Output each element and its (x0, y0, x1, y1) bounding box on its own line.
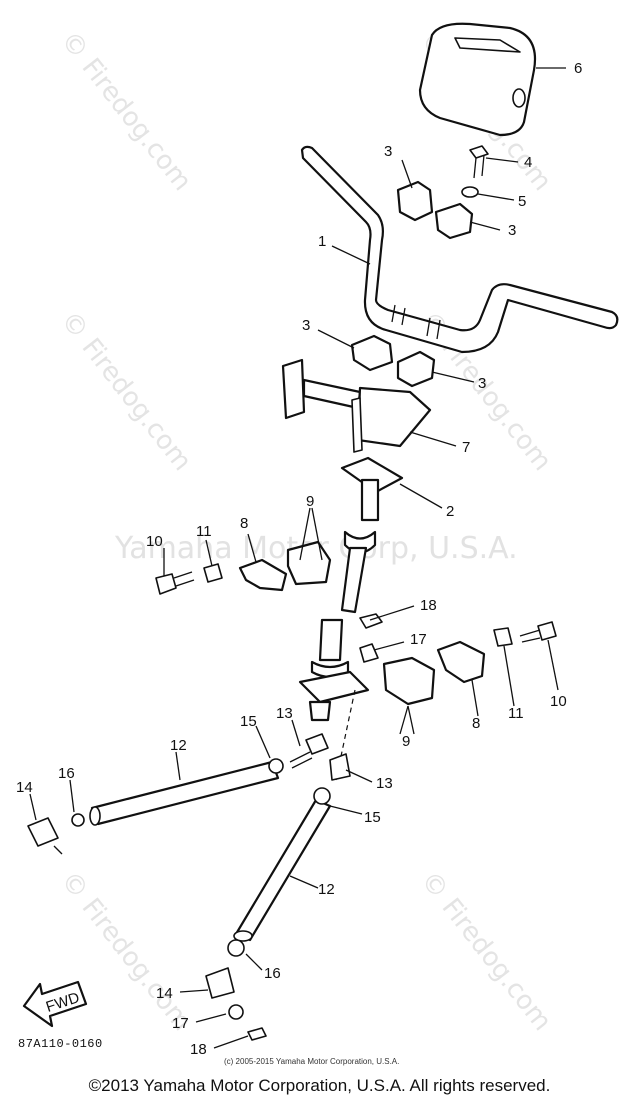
watermark: © Firedog.com (54, 26, 197, 197)
callout-3: 3 (508, 222, 516, 239)
watermark: © Firedog.com (414, 866, 557, 1037)
callout-12: 12 (318, 881, 335, 898)
callout-10: 10 (146, 533, 163, 550)
copyright-footer: ©2013 Yamaha Motor Corporation, U.S.A. A… (88, 1076, 551, 1095)
leader-lines (29, 67, 566, 1049)
callout-10: 10 (550, 693, 567, 710)
watermark: © Firedog.com (54, 866, 197, 1037)
part-code: 87A110-0160 (18, 1037, 103, 1051)
callout-14: 14 (156, 985, 173, 1002)
callout-13: 13 (276, 705, 293, 722)
callout-11: 11 (196, 523, 212, 540)
callout-16: 16 (264, 965, 281, 982)
fwd-arrow: FWD (22, 980, 88, 1028)
handlebar-pad (418, 22, 537, 137)
callout-15: 15 (364, 809, 381, 826)
callout-3: 3 (478, 375, 486, 392)
callout-17: 17 (410, 631, 427, 648)
handlebar (300, 145, 619, 354)
callout-16: 16 (58, 765, 75, 782)
callout-18: 18 (190, 1041, 207, 1058)
callout-7: 7 (462, 439, 470, 456)
callout-5: 5 (518, 193, 526, 210)
callout-9: 9 (402, 733, 410, 750)
callout-8: 8 (240, 515, 248, 532)
callout-6: 6 (574, 60, 582, 77)
callout-numbers: 6 4 5 3 3 1 3 3 7 2 9 8 11 10 18 17 9 8 … (16, 60, 582, 1058)
callout-9: 9 (306, 493, 314, 510)
tie-rods (89, 760, 332, 942)
callout-12: 12 (170, 737, 187, 754)
callout-3: 3 (302, 317, 310, 334)
bolt-and-washer (461, 145, 489, 198)
callout-3: 3 (384, 143, 392, 160)
callout-15: 15 (240, 713, 257, 730)
callout-1: 1 (318, 233, 326, 250)
callout-2: 2 (446, 503, 454, 520)
callout-4: 4 (524, 154, 532, 171)
small-copyright: (c) 2005-2015 Yamaha Motor Corporation, … (224, 1057, 400, 1066)
rod-ends (27, 733, 351, 1041)
clamps-and-bushings (238, 540, 486, 706)
callout-11: 11 (508, 705, 524, 722)
callout-14: 14 (16, 779, 33, 796)
callout-13: 13 (376, 775, 393, 792)
callout-18: 18 (420, 597, 437, 614)
steering-column (298, 456, 404, 781)
callout-17: 17 (172, 1015, 189, 1032)
bracket (281, 358, 432, 453)
watermark: © Firedog.com (54, 306, 197, 477)
upper-holders (350, 180, 474, 388)
callout-8: 8 (472, 715, 480, 732)
